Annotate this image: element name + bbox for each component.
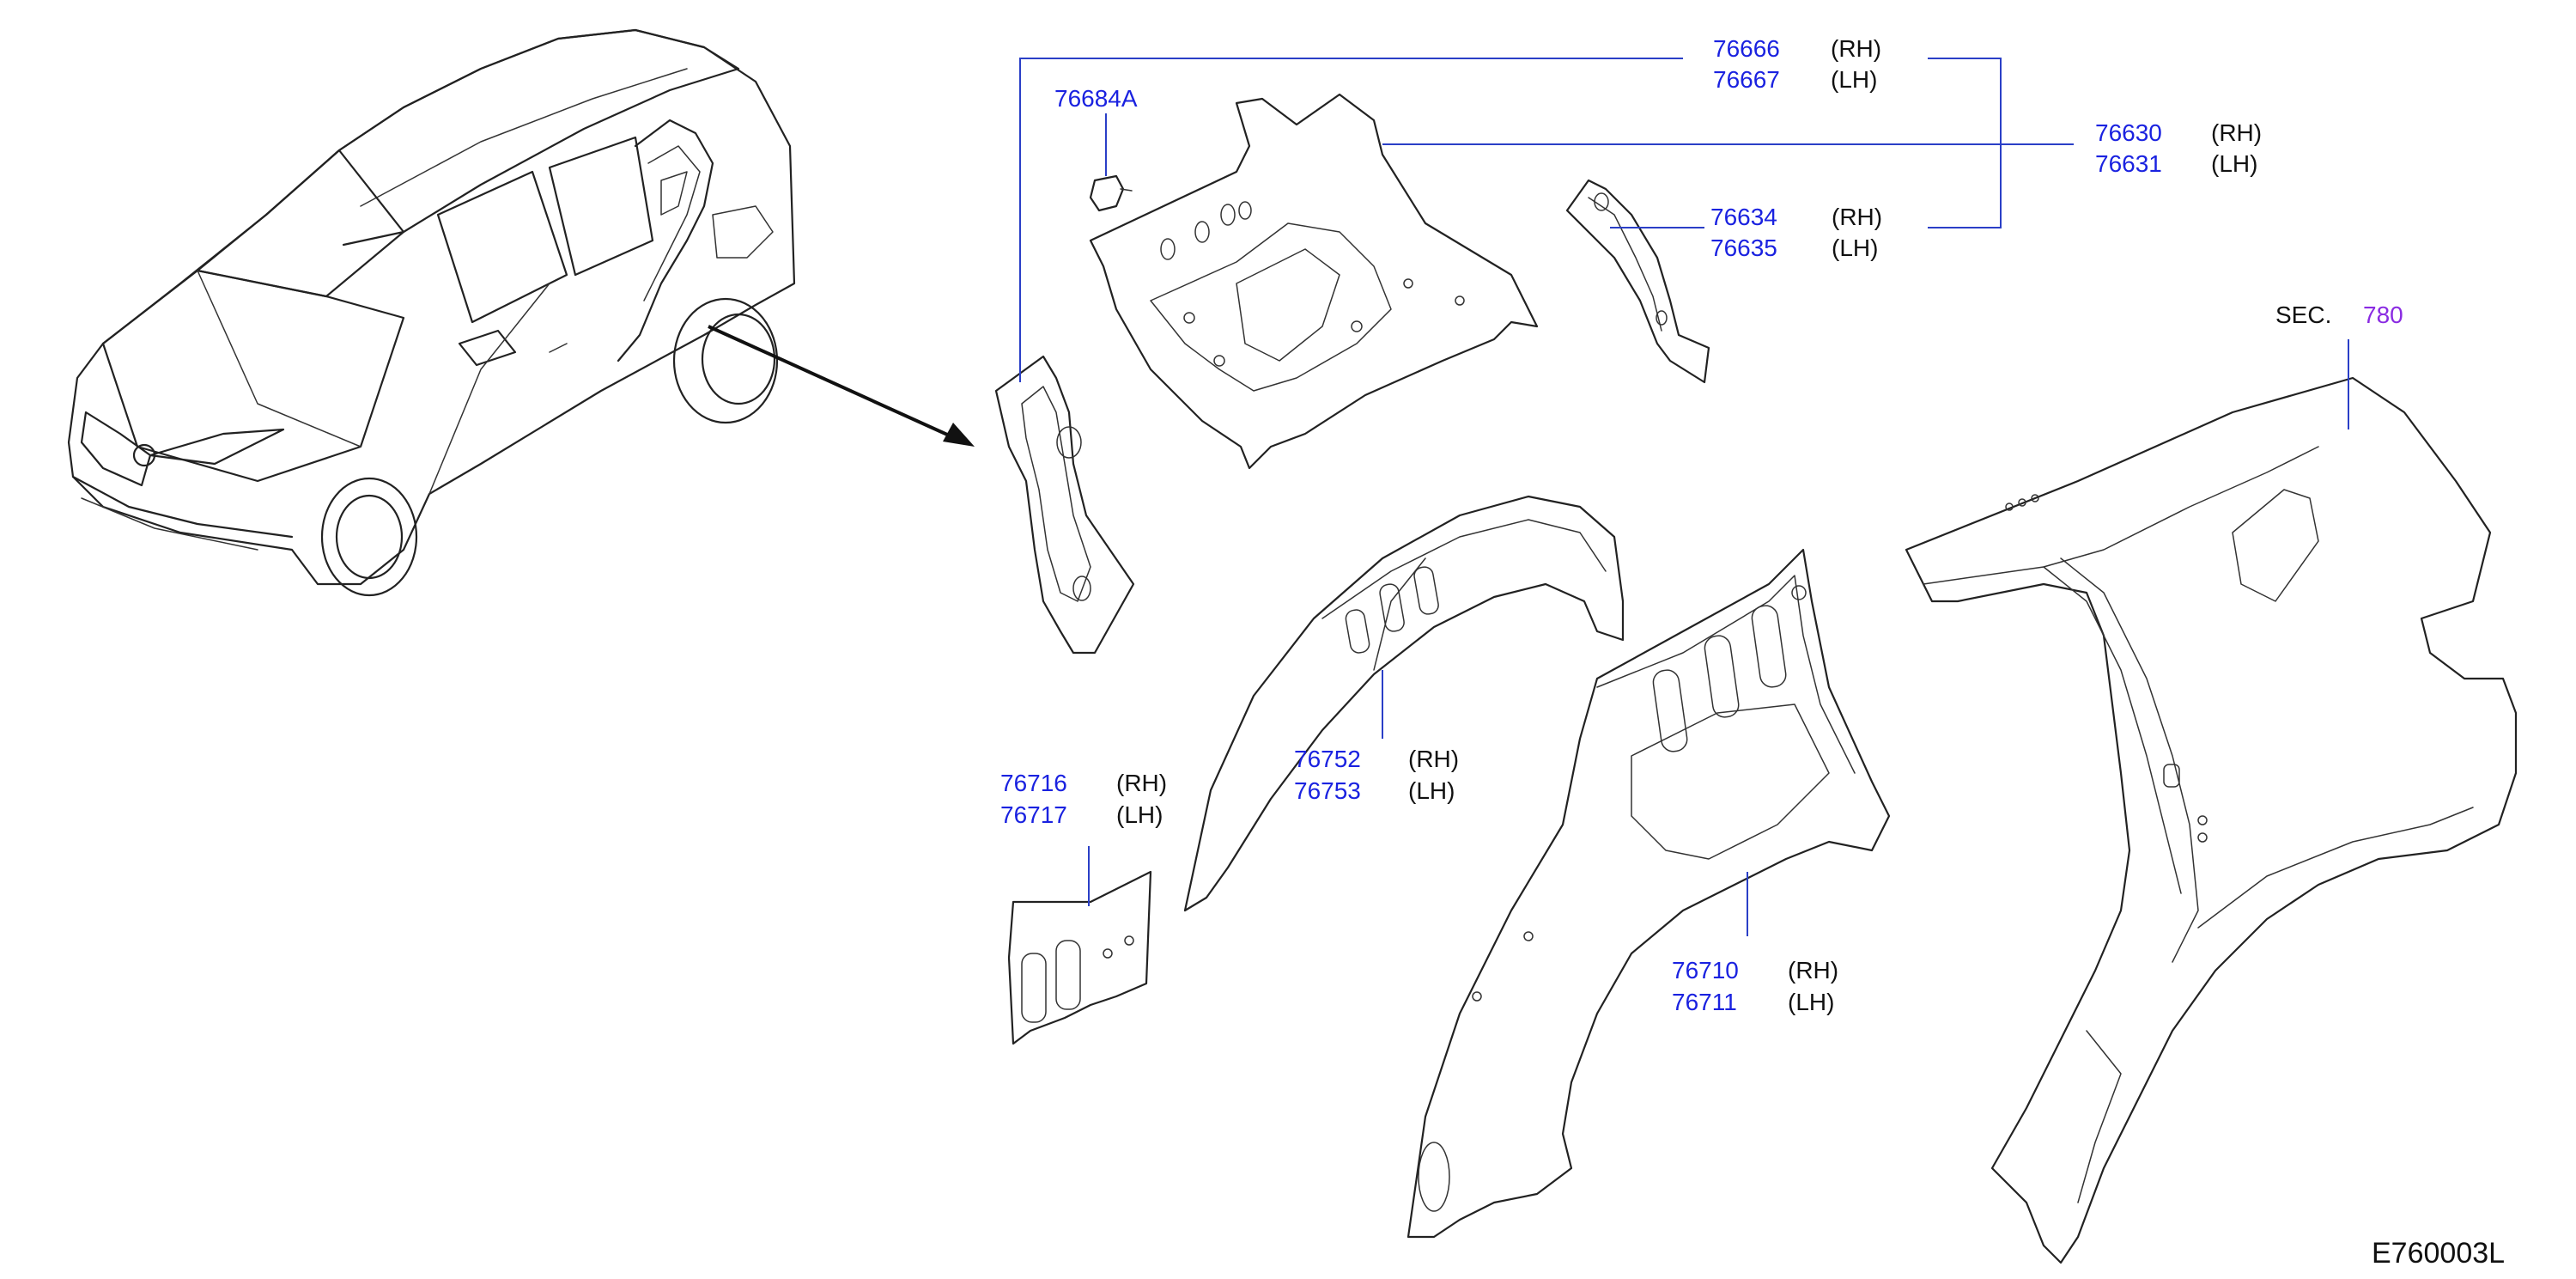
part-number-rh: 76752 [1294, 746, 1361, 772]
part-number: 76684A [1054, 85, 1138, 112]
callout-76634: 76634 (RH) 76635 (LH) [1710, 204, 1882, 261]
part-number-rh: 76630 [2095, 119, 2162, 146]
part-small-panel [1007, 870, 1152, 1045]
side-lh: (LH) [2211, 150, 2257, 177]
part-number-lh: 76631 [2095, 150, 2162, 177]
part-number-lh: 76667 [1713, 66, 1780, 93]
callout-76752: 76752 (RH) 76753 (LH) [1294, 746, 1459, 804]
part-bracket [1565, 179, 1710, 384]
section-number[interactable]: 780 [2363, 301, 2403, 328]
side-rh: (RH) [1832, 204, 1882, 230]
side-rh: (RH) [2211, 119, 2262, 146]
leader-lines [1019, 58, 2349, 936]
side-lh: (LH) [1116, 801, 1163, 828]
side-rh: (RH) [1116, 770, 1167, 796]
side-rh: (RH) [1788, 957, 1838, 984]
part-rear-pillar-inner [994, 355, 1135, 655]
part-number-rh: 76666 [1713, 35, 1780, 62]
pointer-arrow [708, 325, 975, 447]
side-lh: (LH) [1832, 234, 1878, 261]
side-lh: (LH) [1788, 989, 1834, 1015]
callout-76684a: 76684A [1054, 85, 1138, 112]
vehicle-overview [67, 28, 796, 597]
section-reference: SEC. 780 [2275, 301, 2403, 328]
part-number-lh: 76753 [1294, 777, 1361, 804]
section-prefix: SEC. [2275, 301, 2331, 328]
part-number-rh: 76634 [1710, 204, 1777, 230]
part-number-lh: 76635 [1710, 234, 1777, 261]
part-number-lh: 76717 [1000, 801, 1067, 828]
part-number-rh: 76710 [1672, 957, 1739, 984]
side-rh: (RH) [1408, 746, 1459, 772]
part-wheelhouse-inner [1406, 548, 1891, 1239]
callout-76710: 76710 (RH) 76711 (LH) [1672, 957, 1838, 1015]
callout-76716: 76716 (RH) 76717 (LH) [1000, 770, 1167, 828]
part-body-side-outer [1905, 376, 2518, 1264]
part-number-lh: 76711 [1672, 989, 1737, 1015]
part-wheelhouse-outer [1183, 495, 1625, 912]
side-lh: (LH) [1408, 777, 1455, 804]
side-lh: (LH) [1831, 66, 1877, 93]
part-clip [1089, 174, 1133, 212]
side-rh: (RH) [1831, 35, 1881, 62]
diagram-code: E760003L [2372, 1237, 2505, 1270]
part-number-rh: 76716 [1000, 770, 1067, 796]
callout-76666: 76666 (RH) 76667 (LH) [1713, 35, 1881, 93]
part-rear-panel [1089, 93, 1539, 470]
callout-76630: 76630 (RH) 76631 (LH) [2095, 119, 2262, 177]
